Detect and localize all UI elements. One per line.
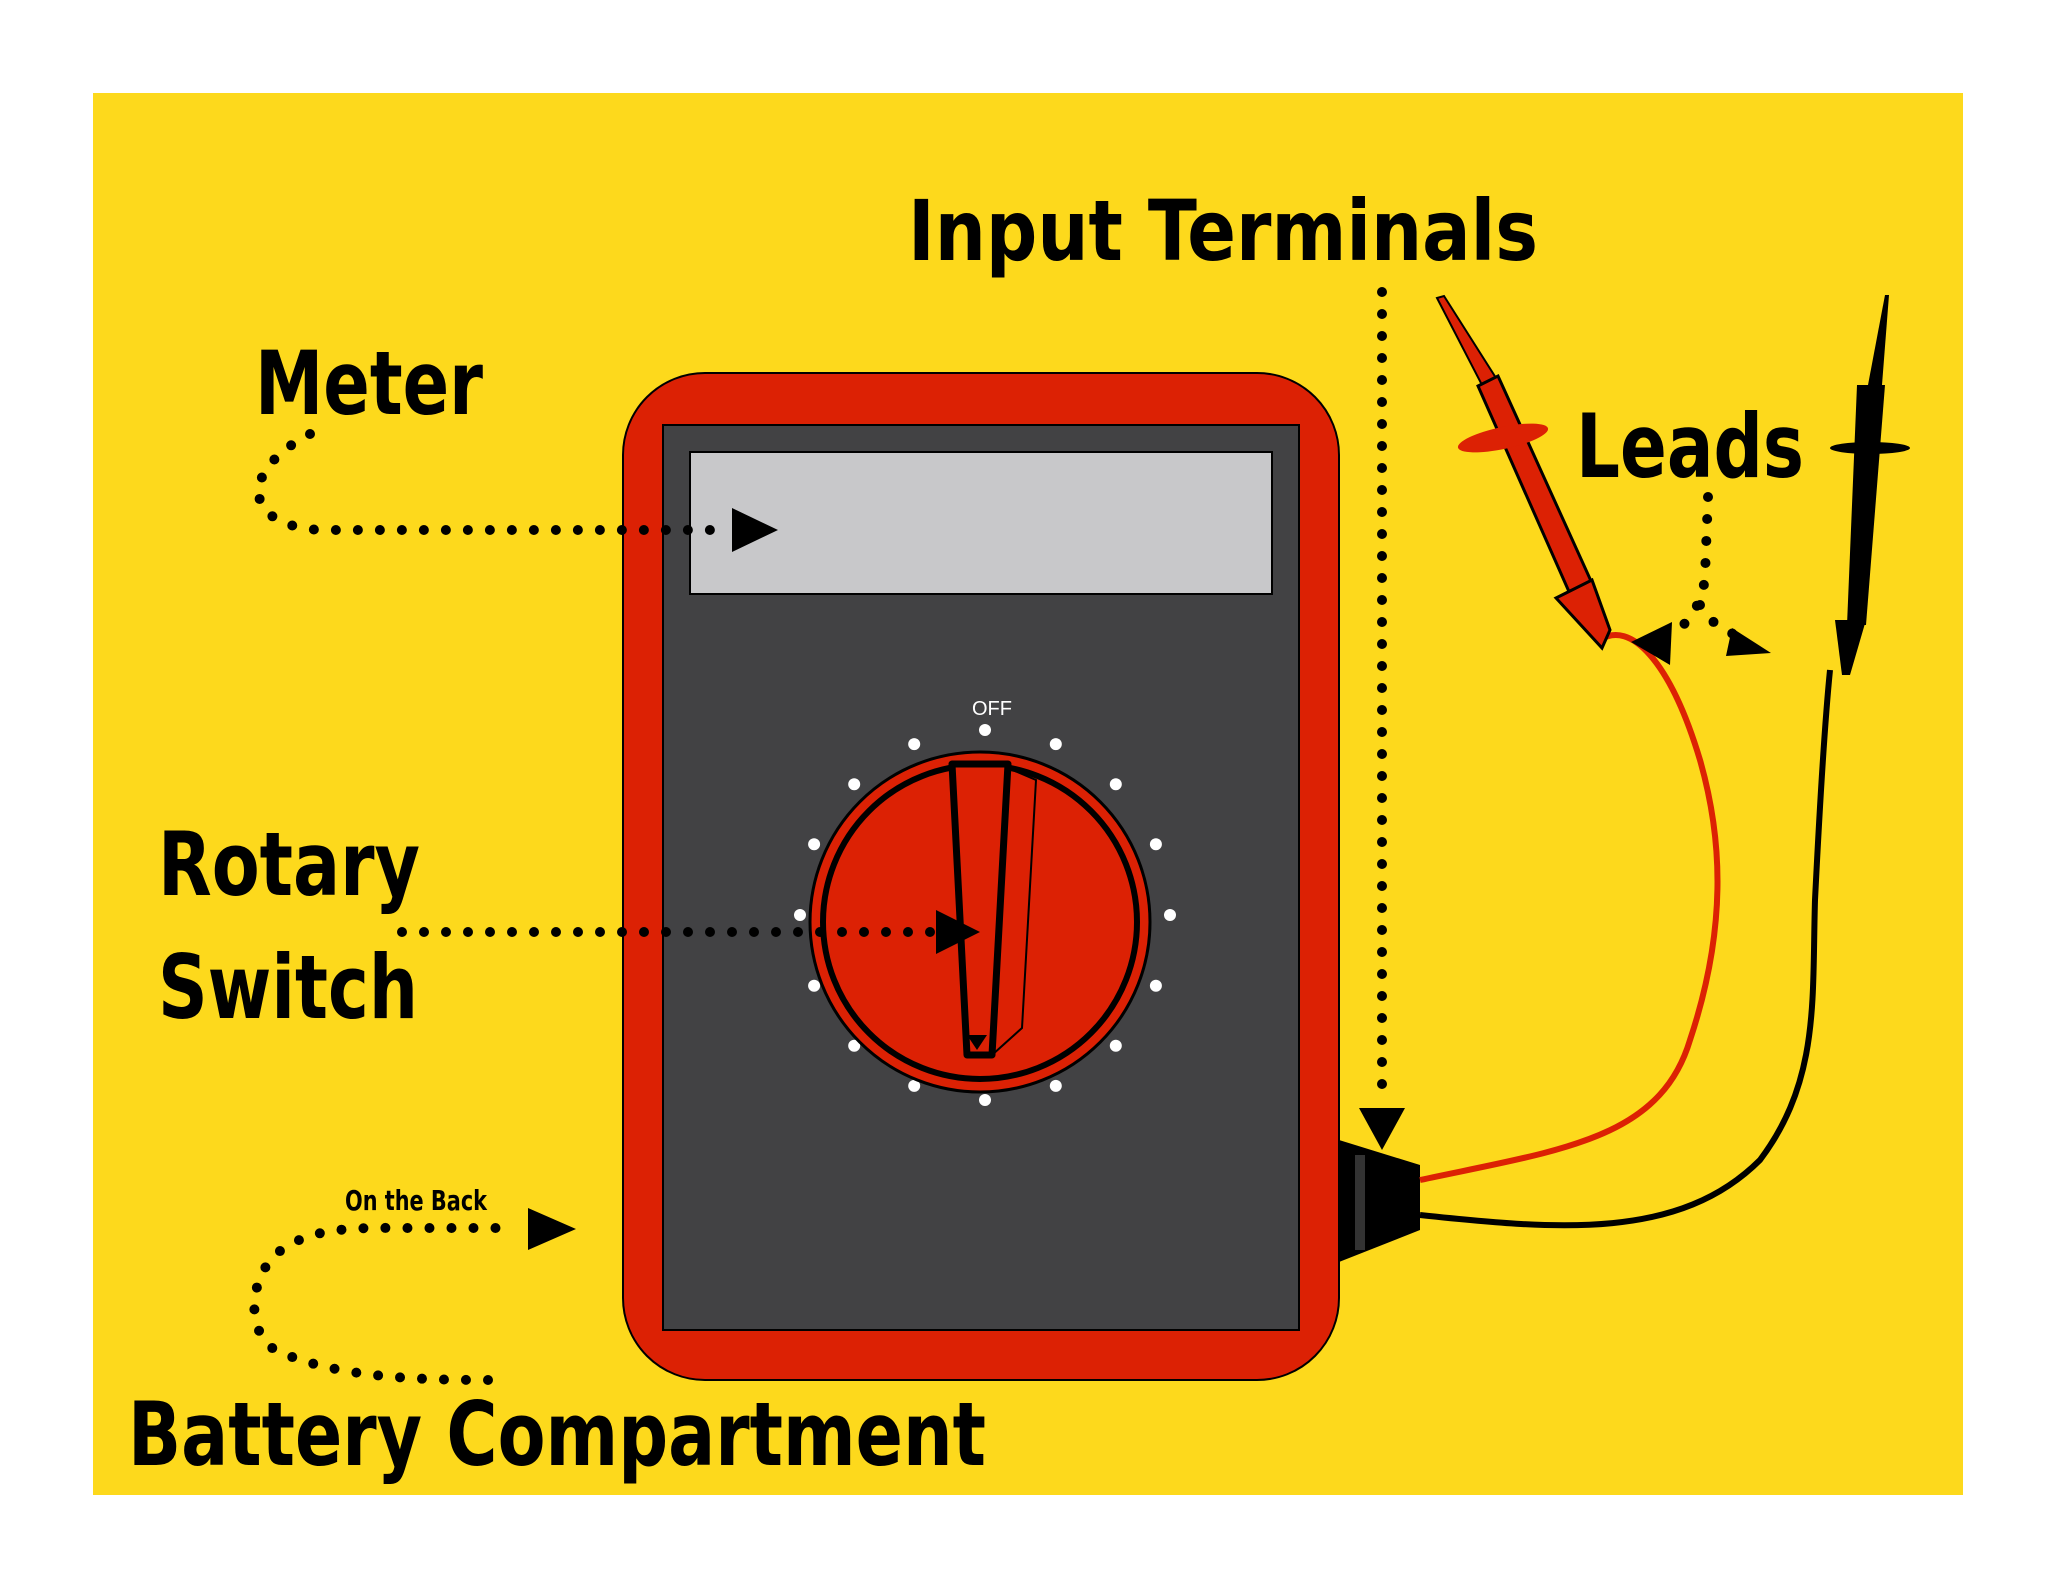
terminal-plug-band — [1355, 1155, 1365, 1250]
rotary-position-dot — [1049, 1079, 1062, 1092]
red-probe-collar — [1553, 577, 1612, 651]
black-probe-collar — [1835, 620, 1866, 675]
input-terminals-label: Input Terminals — [908, 182, 1538, 280]
rotary-label-line1: Rotary — [158, 813, 420, 916]
terminal-arrow-icon — [1359, 1108, 1405, 1150]
multimeter: OFF — [622, 372, 1420, 1381]
input-terminal-socket — [1339, 1140, 1420, 1262]
meter-display — [689, 451, 1273, 595]
red-lead-wire — [1419, 632, 1721, 1183]
arrowheads — [528, 508, 1771, 1250]
rotary-position-dot — [808, 838, 821, 851]
meter-label: Meter — [255, 332, 483, 435]
rotary-arrow-icon — [936, 910, 980, 954]
battery-compartment-label: Battery Compartment — [128, 1383, 986, 1486]
rotary-position-dot — [848, 1039, 861, 1052]
back-arrow-icon — [528, 1208, 576, 1250]
meter-arrow-icon — [732, 508, 778, 552]
red-probe-guard — [1457, 423, 1549, 453]
rotary-position-dot — [1049, 738, 1062, 751]
test-leads — [1419, 294, 1910, 1229]
rotary-position-dot — [794, 909, 806, 921]
red-probe — [1435, 294, 1612, 651]
rotary-position-dot — [908, 1079, 921, 1092]
black-probe-tip — [1868, 295, 1889, 385]
rotary-position-dot — [1149, 838, 1162, 851]
leads-leader-line — [1665, 492, 1750, 645]
leader-lines — [249, 287, 1750, 1385]
leads-arrow-left-icon — [1631, 622, 1672, 665]
off-label: OFF — [972, 698, 1012, 720]
rotary-position-dot — [1164, 909, 1176, 921]
battery-leader-line — [249, 1222, 515, 1385]
on-the-back-label: On the Back — [345, 1184, 488, 1217]
rotary-position-dot — [808, 979, 821, 992]
leads-arrow-right-icon — [1726, 628, 1771, 656]
meter-leader-line — [253, 429, 723, 535]
rotary-position-dot — [1109, 778, 1122, 791]
leads-label: Leads — [1576, 395, 1804, 498]
rotary-position-dot — [979, 1094, 991, 1106]
rotary-position-dot — [1149, 979, 1162, 992]
rotary-knob-highlight — [991, 767, 1038, 1056]
rotary-switch[interactable] — [808, 750, 1152, 1094]
black-probe — [1830, 295, 1910, 675]
rotary-position-dot — [908, 738, 921, 751]
rotary-position-dot — [1109, 1039, 1122, 1052]
black-lead-wire — [1419, 669, 1833, 1229]
black-probe-guard — [1830, 442, 1910, 454]
rotary-position-dot — [979, 724, 991, 736]
rotary-label-line2: Switch — [158, 936, 418, 1039]
rotary-position-dot — [848, 778, 861, 791]
rotary-knob-tip-icon — [967, 1035, 987, 1050]
rotary-position-dots — [794, 724, 1176, 1106]
